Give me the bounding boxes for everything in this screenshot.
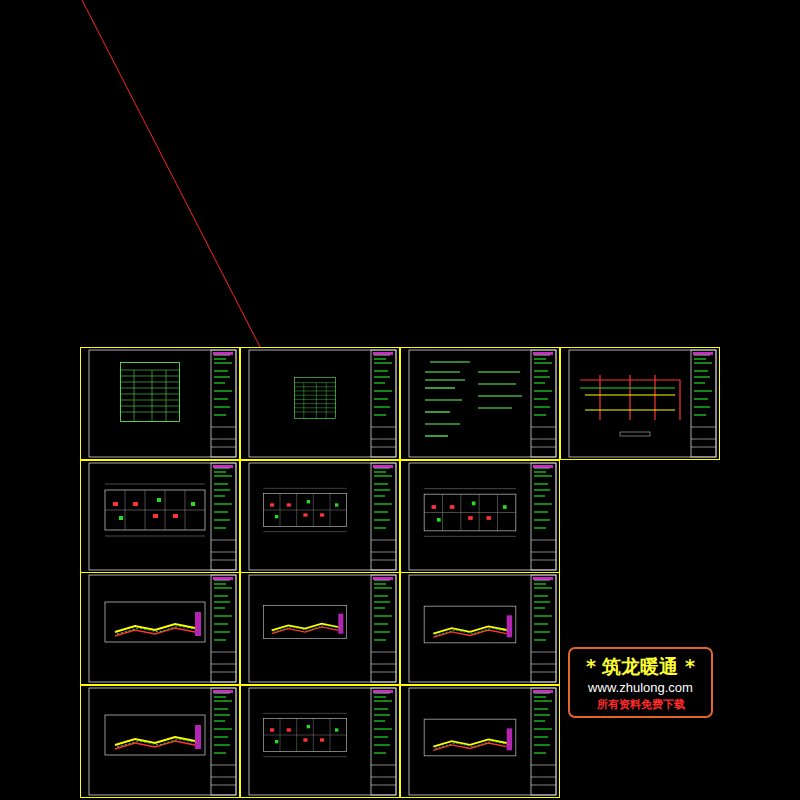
watermark-box: * 筑龙暖通 *www.zhulong.com 所有资料免费下载	[568, 647, 713, 718]
watermark-text: www.zhulong.com	[588, 680, 693, 695]
watermark-text: * 筑龙暖通 *	[586, 654, 695, 680]
watermark-text: 所有资料免费下载	[597, 697, 685, 712]
